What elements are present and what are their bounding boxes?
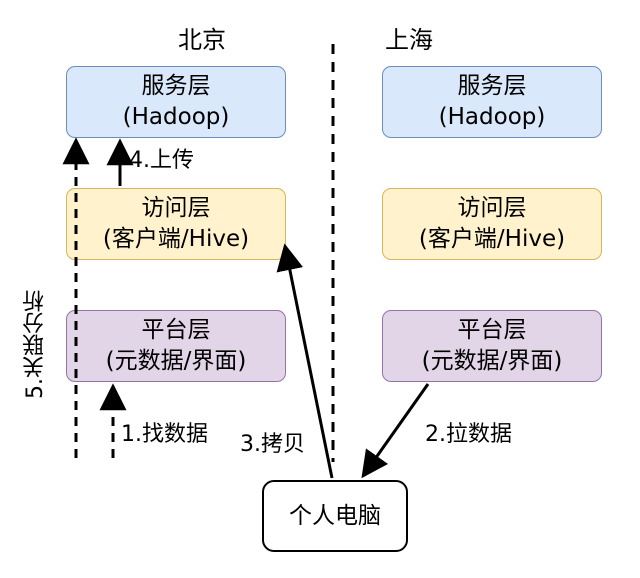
beijing-access-subtitle: (客户端/Hive)	[102, 226, 250, 252]
beijing-service-layer: 服务层 (Hadoop)	[66, 66, 286, 138]
step-pull-label: 2.拉数据	[425, 422, 512, 447]
shanghai-service-layer: 服务层 (Hadoop)	[382, 66, 602, 138]
personal-computer-label: 个人电脑	[289, 502, 381, 529]
shanghai-service-subtitle: (Hadoop)	[438, 104, 546, 130]
step-upload-label: 4.上传	[129, 148, 194, 173]
copy-arrow	[276, 243, 334, 479]
shanghai-service-title: 服务层	[457, 73, 527, 99]
personal-computer-box: 个人电脑	[262, 480, 408, 552]
region-label-shanghai: 上海	[385, 26, 433, 54]
beijing-platform-subtitle: (元数据/界面)	[105, 348, 247, 374]
region-label-beijing: 北京	[178, 26, 226, 54]
step-copy-label: 3.拷贝	[240, 432, 305, 457]
beijing-platform-title: 平台层	[141, 317, 211, 343]
beijing-access-layer: 访问层 (客户端/Hive)	[66, 188, 286, 260]
shanghai-platform-subtitle: (元数据/界面)	[421, 348, 563, 374]
step-analyze-label: 5.关联分析	[23, 290, 48, 399]
beijing-service-subtitle: (Hadoop)	[122, 104, 230, 130]
step-find-label: 1.找数据	[121, 422, 208, 447]
shanghai-access-title: 访问层	[457, 195, 527, 221]
shanghai-access-layer: 访问层 (客户端/Hive)	[382, 188, 602, 260]
beijing-service-title: 服务层	[141, 73, 211, 99]
shanghai-platform-title: 平台层	[457, 317, 527, 343]
shanghai-access-subtitle: (客户端/Hive)	[418, 226, 566, 252]
pull-arrow	[361, 383, 430, 479]
beijing-access-title: 访问层	[141, 195, 211, 221]
beijing-platform-layer: 平台层 (元数据/界面)	[66, 310, 286, 382]
shanghai-platform-layer: 平台层 (元数据/界面)	[382, 310, 602, 382]
